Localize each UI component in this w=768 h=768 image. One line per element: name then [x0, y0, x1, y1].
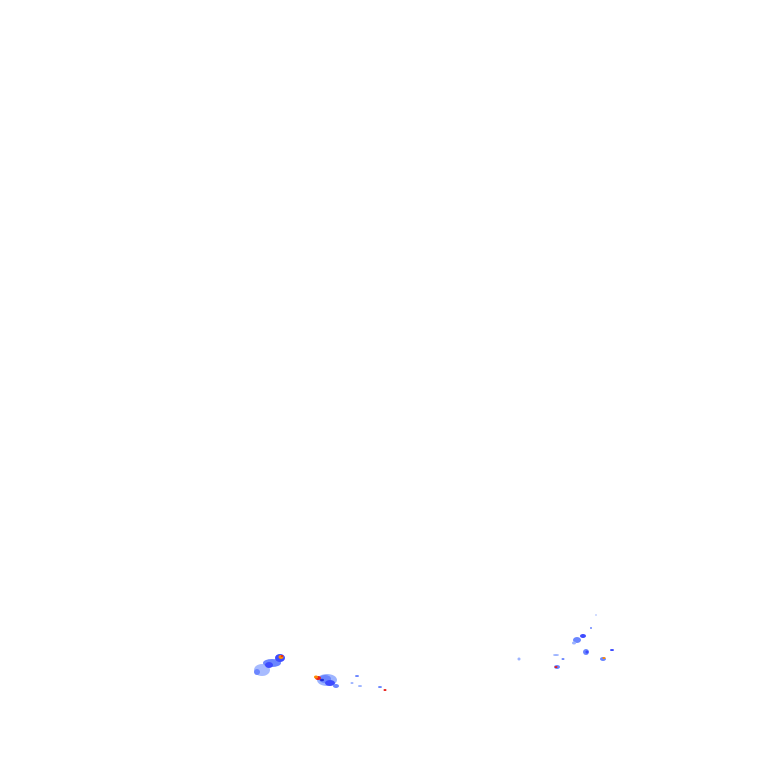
- echo-cell: [573, 637, 581, 643]
- echo-cell: [572, 641, 576, 645]
- echo-cell: [517, 657, 521, 661]
- echo-cell: [383, 689, 387, 691]
- echo-cell: [561, 658, 565, 660]
- echo-cell: [590, 627, 592, 629]
- echo-cluster-center-trail: [350, 675, 387, 691]
- echo-cell: [325, 680, 335, 686]
- echo-cell: [610, 649, 614, 651]
- echo-cell: [350, 682, 354, 684]
- echo-cell: [314, 675, 318, 679]
- echo-cell: [602, 657, 606, 659]
- echo-cell: [580, 634, 586, 638]
- echo-cell: [585, 650, 589, 654]
- echo-cell: [333, 684, 339, 688]
- echo-cluster-west: [254, 654, 285, 676]
- echo-cell: [378, 686, 382, 688]
- echo-cell: [265, 662, 273, 668]
- echo-cell: [280, 655, 284, 657]
- echo-cell: [358, 685, 362, 687]
- echo-cell: [553, 654, 559, 656]
- echo-cell: [254, 669, 260, 675]
- echo-cell: [355, 675, 359, 677]
- echo-cell: [320, 678, 324, 682]
- echo-cluster-east: [517, 614, 614, 669]
- echo-cell: [595, 614, 597, 616]
- echo-cell: [554, 666, 558, 668]
- echo-cluster-center: [314, 674, 339, 688]
